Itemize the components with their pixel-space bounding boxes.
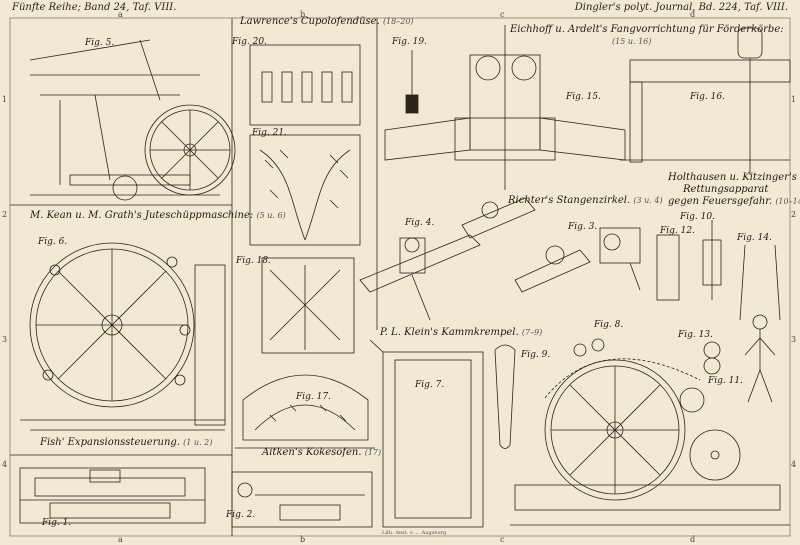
- fig-label-7: Fig. 7.: [415, 380, 445, 390]
- fig-label-1: Fig. 1.: [42, 518, 72, 528]
- margin-top-b: b: [300, 10, 306, 19]
- margin-bottom-b: b: [300, 535, 306, 544]
- title-klein: P. L. Klein's Kammkrempel. (7–9): [380, 327, 543, 338]
- plate-frame: [9, 17, 791, 537]
- fig14-rescued-person: [739, 244, 781, 403]
- fig-label-8: Fig. 8.: [594, 320, 624, 330]
- title-richter: Richter's Stangenzirkel. (3 u. 4): [508, 195, 663, 206]
- fig15-catch-device: [384, 25, 626, 190]
- fig16-catch-device-side: [620, 27, 791, 175]
- title-holthausen-1: Holthausen u. Kitzinger's: [668, 172, 797, 183]
- fig18-cupola-plan: [261, 257, 355, 354]
- margin-bottom-d: d: [690, 535, 696, 544]
- fig-label-11: Fig. 11.: [708, 376, 743, 386]
- title-aitken: Aitken's Kokesofen. (17): [262, 447, 382, 458]
- fig4-beam-compass: [359, 197, 536, 321]
- fig21-cupola-section: [249, 134, 361, 246]
- fig-label-18: Fig. 18.: [236, 256, 271, 266]
- margin-top-a: a: [118, 10, 123, 19]
- margin-left-2: 2: [2, 210, 8, 219]
- fig-label-21: Fig. 21.: [252, 128, 287, 138]
- margin-bottom-a: a: [118, 535, 123, 544]
- fig-label-5: Fig. 5.: [85, 38, 115, 48]
- fig6-juteschuepp-front-view: [20, 242, 226, 431]
- fig-label-16: Fig. 16.: [690, 92, 725, 102]
- fig17-coke-oven: [235, 374, 375, 449]
- fig-label-9: Fig. 9.: [521, 350, 551, 360]
- fig9-card-detail: [494, 344, 516, 449]
- fig5-juteschuepp-side-view: [29, 39, 236, 201]
- margin-right-3: 3: [791, 335, 797, 344]
- fig-label-13: Fig. 13.: [678, 330, 713, 340]
- plate-series-header: Fünfte Reihe; Band 24, Taf. VIII.: [12, 2, 177, 13]
- fig-label-19: Fig. 19.: [392, 37, 427, 47]
- title-kean: M. Kean u. M. Grath's Juteschüppmaschine…: [30, 210, 286, 221]
- margin-left-4: 4: [2, 460, 8, 469]
- fig2-valve-gear: [231, 471, 373, 528]
- printer-imprint: Lith. Anst. v. ... Augsburg: [382, 530, 447, 536]
- fig8-carding-drum: [510, 338, 790, 526]
- fig-label-17: Fig. 17.: [296, 392, 331, 402]
- fig-label-2: Fig. 2.: [226, 510, 256, 520]
- fig-label-12: Fig. 12.: [660, 226, 695, 236]
- margin-bottom-c: c: [500, 535, 505, 544]
- margin-top-c: c: [500, 10, 505, 19]
- fig10-12-rescue-apparatus: [656, 220, 722, 375]
- title-fish: Fish' Expansionssteuerung. (1 u. 2): [40, 437, 213, 448]
- margin-right-1: 1: [791, 95, 797, 104]
- margin-left-1: 1: [2, 95, 8, 104]
- margin-top-d: d: [690, 10, 696, 19]
- fig-label-14: Fig. 14.: [737, 233, 772, 243]
- fig-label-15: Fig. 15.: [566, 92, 601, 102]
- title-eichhoff: Eichhoff u. Ardelt's Fangvorrichtung für…: [510, 24, 784, 35]
- fig1-expansion-valve: [19, 467, 206, 524]
- title-holthausen-2: Rettungsapparat: [683, 184, 769, 195]
- fig-label-10: Fig. 10.: [680, 212, 715, 222]
- fig-label-6: Fig. 6.: [38, 237, 68, 247]
- fig20-cupola-tuyere: [249, 44, 361, 126]
- title-lawrence: Lawrence's Cupolofendüse. (18–20): [240, 16, 414, 27]
- margin-left-3: 3: [2, 335, 8, 344]
- fig3-beam-compass: [514, 227, 641, 293]
- fig19-nozzle: [405, 50, 419, 114]
- title-holthausen-3: gegen Feuersgefahr. (10–14): [668, 196, 800, 207]
- margin-right-2: 2: [791, 210, 797, 219]
- fig7-card-frame: [369, 339, 484, 528]
- title-eichhoff-ref: (15 u. 16): [612, 37, 652, 46]
- journal-header: Dingler's polyt. Journal, Bd. 224, Taf. …: [574, 2, 788, 13]
- margin-right-4: 4: [791, 460, 797, 469]
- fig-label-20: Fig. 20.: [232, 37, 267, 47]
- fig-label-3: Fig. 3.: [568, 222, 598, 232]
- fig-label-4: Fig. 4.: [405, 218, 435, 228]
